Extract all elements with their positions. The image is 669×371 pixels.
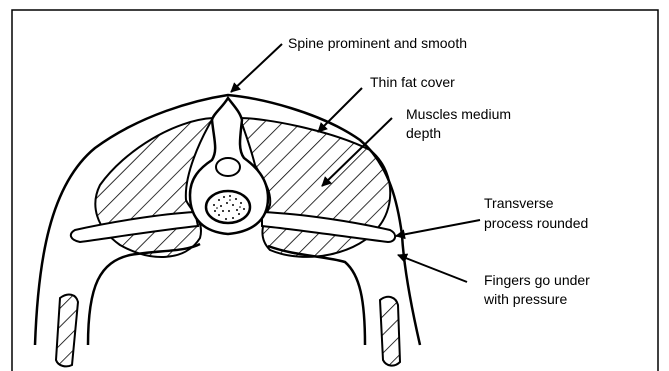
label-fingers-line2: with pressure <box>483 291 567 307</box>
label-muscles-line1: Muscles medium <box>406 106 511 122</box>
label-spine: Spine prominent and smooth <box>288 35 467 51</box>
vertebral-body <box>206 191 250 223</box>
label-muscles-line2: depth <box>406 125 441 141</box>
rib-section-right <box>380 297 400 366</box>
label-transverse-line1: Transverse <box>484 195 554 211</box>
label-transverse-line2: process rounded <box>484 215 588 231</box>
spinal-canal <box>216 158 240 176</box>
label-fat: Thin fat cover <box>370 74 455 90</box>
label-fingers-line1: Fingers go under <box>484 272 590 288</box>
